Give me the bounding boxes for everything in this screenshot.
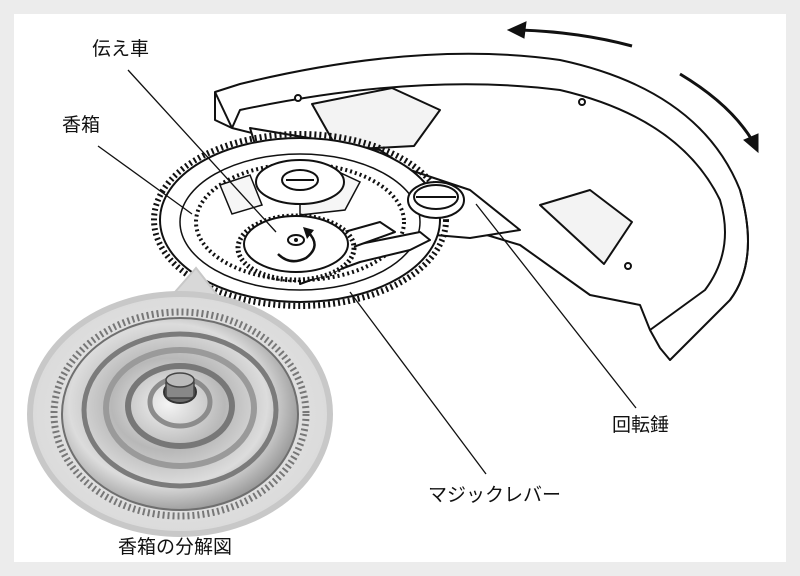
leader-lines bbox=[97, 69, 637, 475]
upper-wheel bbox=[255, 159, 345, 205]
label-magic-lever: マジックレバー bbox=[428, 484, 562, 506]
exploded-barrel-inset bbox=[27, 266, 333, 537]
rotation-direction-arrows bbox=[506, 21, 759, 154]
label-idler-wheel: 伝え車 bbox=[92, 38, 150, 60]
rotor-screw bbox=[407, 181, 465, 219]
idler-wheel bbox=[235, 213, 357, 283]
label-barrel: 香箱 bbox=[62, 114, 101, 136]
caption-barrel-exploded: 香箱の分解図 bbox=[118, 536, 233, 558]
curved-arrow-icon bbox=[277, 227, 316, 263]
label-rotor: 回転錘 bbox=[612, 414, 670, 436]
